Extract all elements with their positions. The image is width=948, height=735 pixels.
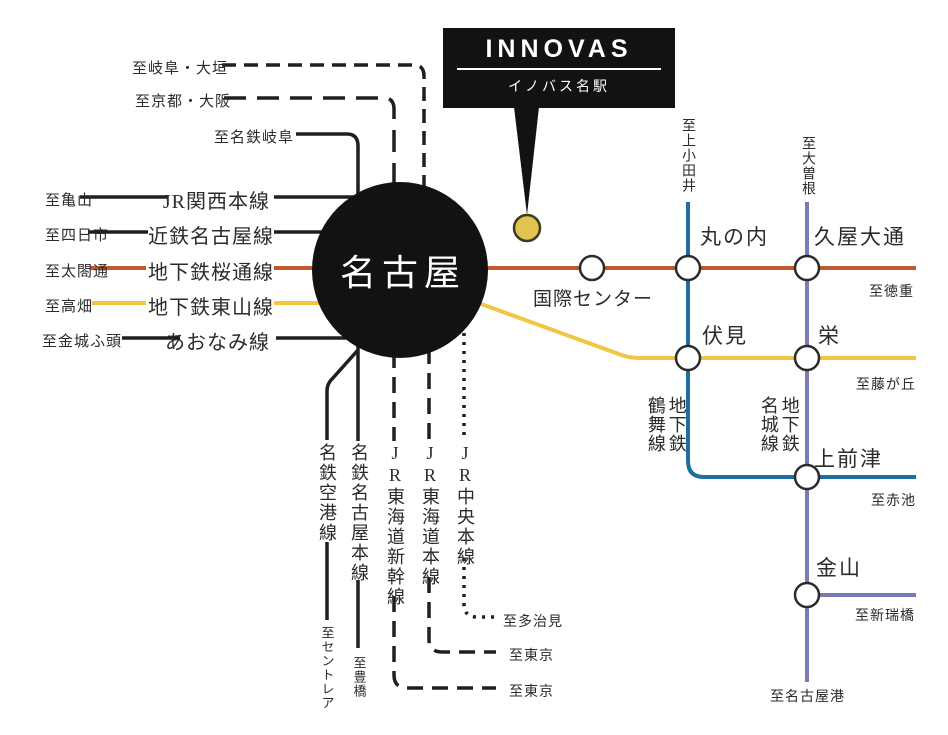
station-label-sakae: 栄 <box>818 324 841 348</box>
station-dot-hisaya-odori <box>793 254 821 282</box>
dest-kinjofuto: 至金城ふ頭 <box>42 334 123 350</box>
dest-takabata: 至高畑 <box>45 299 94 315</box>
dest-kyoto-osaka: 至京都・大阪 <box>135 94 232 110</box>
line-name-chuo: JR中央本線 <box>455 443 475 567</box>
station-label-kokusai-center: 国際センター <box>533 289 654 310</box>
dest-centrair: 至セントレア <box>319 626 335 710</box>
dest-kami-otai: 至上小田井 <box>680 118 695 193</box>
station-dot-kokusai-center <box>578 254 606 282</box>
dest-akaike: 至赤池 <box>871 494 916 509</box>
dest-tokushige: 至徳重 <box>869 285 914 300</box>
chuo-line-lower <box>462 558 496 619</box>
line-name-shinkansen: JR東海道新幹線 <box>385 443 405 607</box>
property-callout: INNOVAS イノバス名駅 <box>443 28 675 108</box>
line-name-sakuradori: 地下鉄桜通線 <box>148 262 274 284</box>
tokaido-main-lower <box>427 577 496 654</box>
dest-nagoya-ko: 至名古屋港 <box>770 690 845 705</box>
meitetsu-line-north <box>296 132 360 198</box>
property-subtitle: イノバス名駅 <box>508 80 610 95</box>
dest-tokyo-tokaido: 至東京 <box>509 649 554 664</box>
dest-toyohashi: 至豊橋 <box>351 656 367 698</box>
callout-divider <box>457 68 661 70</box>
dest-kameyama: 至亀山 <box>45 193 94 209</box>
shinkansen-line-west <box>224 96 396 188</box>
line-name-kintetsu: 近鉄名古屋線 <box>148 226 274 248</box>
property-marker <box>512 213 542 243</box>
dest-tokyo-shinkansen: 至東京 <box>509 685 554 700</box>
meitetsu-airport-branch <box>325 348 360 440</box>
line-name-meitetsu-airport: 名鉄空港線 <box>317 443 337 543</box>
tokaido-main-line-north <box>222 63 426 190</box>
station-dot-sakae <box>793 344 821 372</box>
higashiyama-line-east <box>461 295 916 360</box>
label-subway-meijo: 地下鉄 名城線 <box>758 396 800 453</box>
dest-gifu-ogaki: 至岐阜・大垣 <box>132 61 229 77</box>
station-dot-kanayama <box>793 581 821 609</box>
dest-taikodori: 至太閤通 <box>45 264 110 280</box>
dest-ozone: 至大曽根 <box>800 136 815 196</box>
station-label-fushimi: 伏見 <box>702 324 748 348</box>
line-name-tokaido-main: JR東海道本線 <box>420 443 440 587</box>
label-subway-tsurumai: 地下鉄 鶴舞線 <box>645 396 687 453</box>
station-dot-marunouchi <box>674 254 702 282</box>
dest-tajimi: 至多治見 <box>503 615 563 630</box>
station-label-kanayama: 金山 <box>816 556 862 580</box>
dest-meitetsu-gifu: 至名鉄岐阜 <box>214 130 295 146</box>
tsurumai-line <box>686 202 916 479</box>
line-name-higashiyama: 地下鉄東山線 <box>148 297 274 319</box>
station-label-hisaya-odori: 久屋大通 <box>814 225 906 249</box>
line-name-jr-kansai: JR関西本線 <box>162 191 270 213</box>
dest-aratama-bashi: 至新瑞橋 <box>855 609 915 624</box>
hub-station-nagoya: 名古屋 <box>312 182 488 358</box>
station-label-kamimaezu: 上前津 <box>814 447 883 471</box>
line-name-aonami: あおなみ線 <box>165 332 270 354</box>
callout-pointer <box>514 107 539 215</box>
station-label-marunouchi: 丸の内 <box>700 225 769 249</box>
station-dot-fushimi <box>674 344 702 372</box>
dest-yokkaichi: 至四日市 <box>45 228 110 244</box>
hub-station-label: 名古屋 <box>339 253 466 293</box>
property-title: INNOVAS <box>485 35 633 63</box>
station-dot-kamimaezu <box>793 463 821 491</box>
shinkansen-lower <box>392 596 496 690</box>
dest-fujigaoka: 至藤が丘 <box>856 378 916 393</box>
line-name-meitetsu-honsen: 名鉄名古屋本線 <box>349 443 369 583</box>
